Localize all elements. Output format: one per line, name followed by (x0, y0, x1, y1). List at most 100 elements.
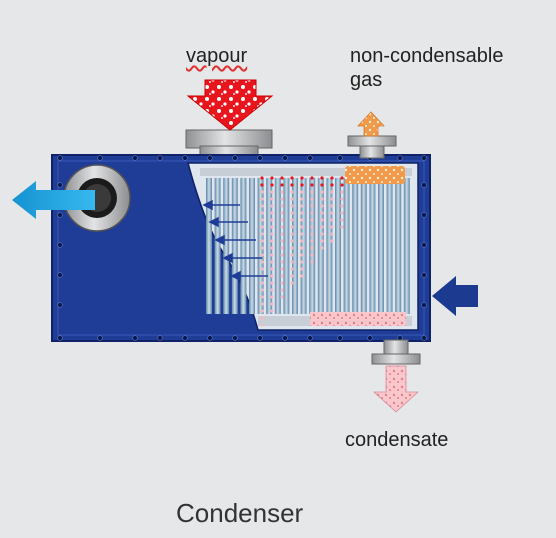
tube (257, 178, 264, 314)
vapour-droplet (340, 183, 344, 187)
vapour-droplet (280, 246, 284, 250)
coolant-outlet-arrow (12, 181, 95, 219)
vapour-droplet (270, 211, 274, 215)
vapour-droplet (310, 211, 314, 215)
diagram-caption: Condenser (176, 498, 304, 528)
tube (403, 178, 410, 314)
vapour-droplet (270, 288, 274, 292)
vapour-droplet (280, 197, 284, 201)
vapour-droplet (300, 232, 304, 236)
vapour-droplet (290, 267, 294, 271)
tube (283, 178, 290, 314)
tube (369, 178, 376, 314)
bolt (157, 155, 163, 161)
vapour-droplet (310, 232, 314, 236)
vapour-droplet (280, 190, 284, 194)
vapour-droplet (300, 260, 304, 264)
condensate-arrow (372, 365, 420, 413)
condensate-pocket (310, 312, 406, 326)
bolt (182, 155, 188, 161)
vapour-droplet (300, 197, 304, 201)
vapour-droplet (320, 225, 324, 229)
bolt (421, 155, 427, 161)
vapour-droplet (290, 176, 294, 180)
vapour-droplet (340, 225, 344, 229)
vapour-droplet (280, 232, 284, 236)
vapour-droplet (320, 239, 324, 243)
vapour-droplet (260, 204, 264, 208)
vapour-droplet (340, 204, 344, 208)
bolt (421, 212, 427, 218)
tube (378, 178, 384, 314)
bolt (57, 155, 63, 161)
vapour-droplet (280, 281, 284, 285)
vapour-droplet (260, 260, 264, 264)
vapour-droplet (270, 232, 274, 236)
bolt (57, 212, 63, 218)
bolt (97, 155, 103, 161)
tube (231, 178, 238, 314)
tube (317, 178, 324, 314)
bolt (337, 155, 343, 161)
bolt (232, 155, 238, 161)
vapour-droplet (270, 295, 274, 299)
tube (343, 178, 350, 314)
bolt (57, 302, 63, 308)
vapour-droplet (260, 239, 264, 243)
vapour-droplet (280, 288, 284, 292)
non-condensable-gas-label: non-condensable gas (350, 44, 550, 92)
bolt (157, 335, 163, 341)
bolt (132, 335, 138, 341)
bolt (307, 335, 313, 341)
vapour-droplet (270, 302, 274, 306)
bolt (421, 302, 427, 308)
vapour-droplet (300, 204, 304, 208)
vapour-droplet (270, 281, 274, 285)
vapour-droplet (280, 267, 284, 271)
vapour-droplet (260, 302, 264, 306)
bolt (232, 335, 238, 341)
vapour-droplet (340, 211, 344, 215)
vapour-droplet (290, 232, 294, 236)
tube (214, 178, 221, 314)
vapour-droplet (280, 295, 284, 299)
tube (266, 178, 273, 314)
vapour-droplet (280, 253, 284, 257)
vapour-droplet (290, 246, 294, 250)
bolt (257, 335, 263, 341)
vapour-droplet (300, 253, 304, 257)
vapour-droplet (280, 211, 284, 215)
vapour-droplet (270, 225, 274, 229)
vapour-droplet (310, 239, 314, 243)
coolant-inlet-arrow (432, 276, 478, 316)
vapour-droplet (330, 183, 334, 187)
vapour-droplet (290, 239, 294, 243)
vapour-droplet (300, 190, 304, 194)
vapour-droplet (260, 281, 264, 285)
vapour-droplet (330, 239, 334, 243)
bolt (182, 335, 188, 341)
vapour-droplet (260, 309, 264, 313)
tube (335, 178, 341, 314)
vapour-droplet (290, 183, 294, 187)
vapour-arrow (186, 79, 274, 131)
baffle-flow-arrows (202, 199, 268, 282)
vapour-droplet (300, 211, 304, 215)
vapour-droplet (290, 211, 294, 215)
bolt (397, 155, 403, 161)
vapour-droplet (260, 176, 264, 180)
bolt (337, 335, 343, 341)
vapour-droplet (320, 197, 324, 201)
bolt (207, 155, 213, 161)
vapour-droplet (260, 183, 264, 187)
vapour-droplet (280, 176, 284, 180)
vapour-droplet (270, 183, 274, 187)
vapour-droplet (310, 225, 314, 229)
tube (292, 178, 298, 314)
bolt (282, 155, 288, 161)
vapour-droplet (290, 204, 294, 208)
bolt (421, 272, 427, 278)
vapour-droplet (270, 190, 274, 194)
vapour-droplet (290, 197, 294, 201)
non-condensable-label-line1: non-condensable (350, 45, 504, 67)
